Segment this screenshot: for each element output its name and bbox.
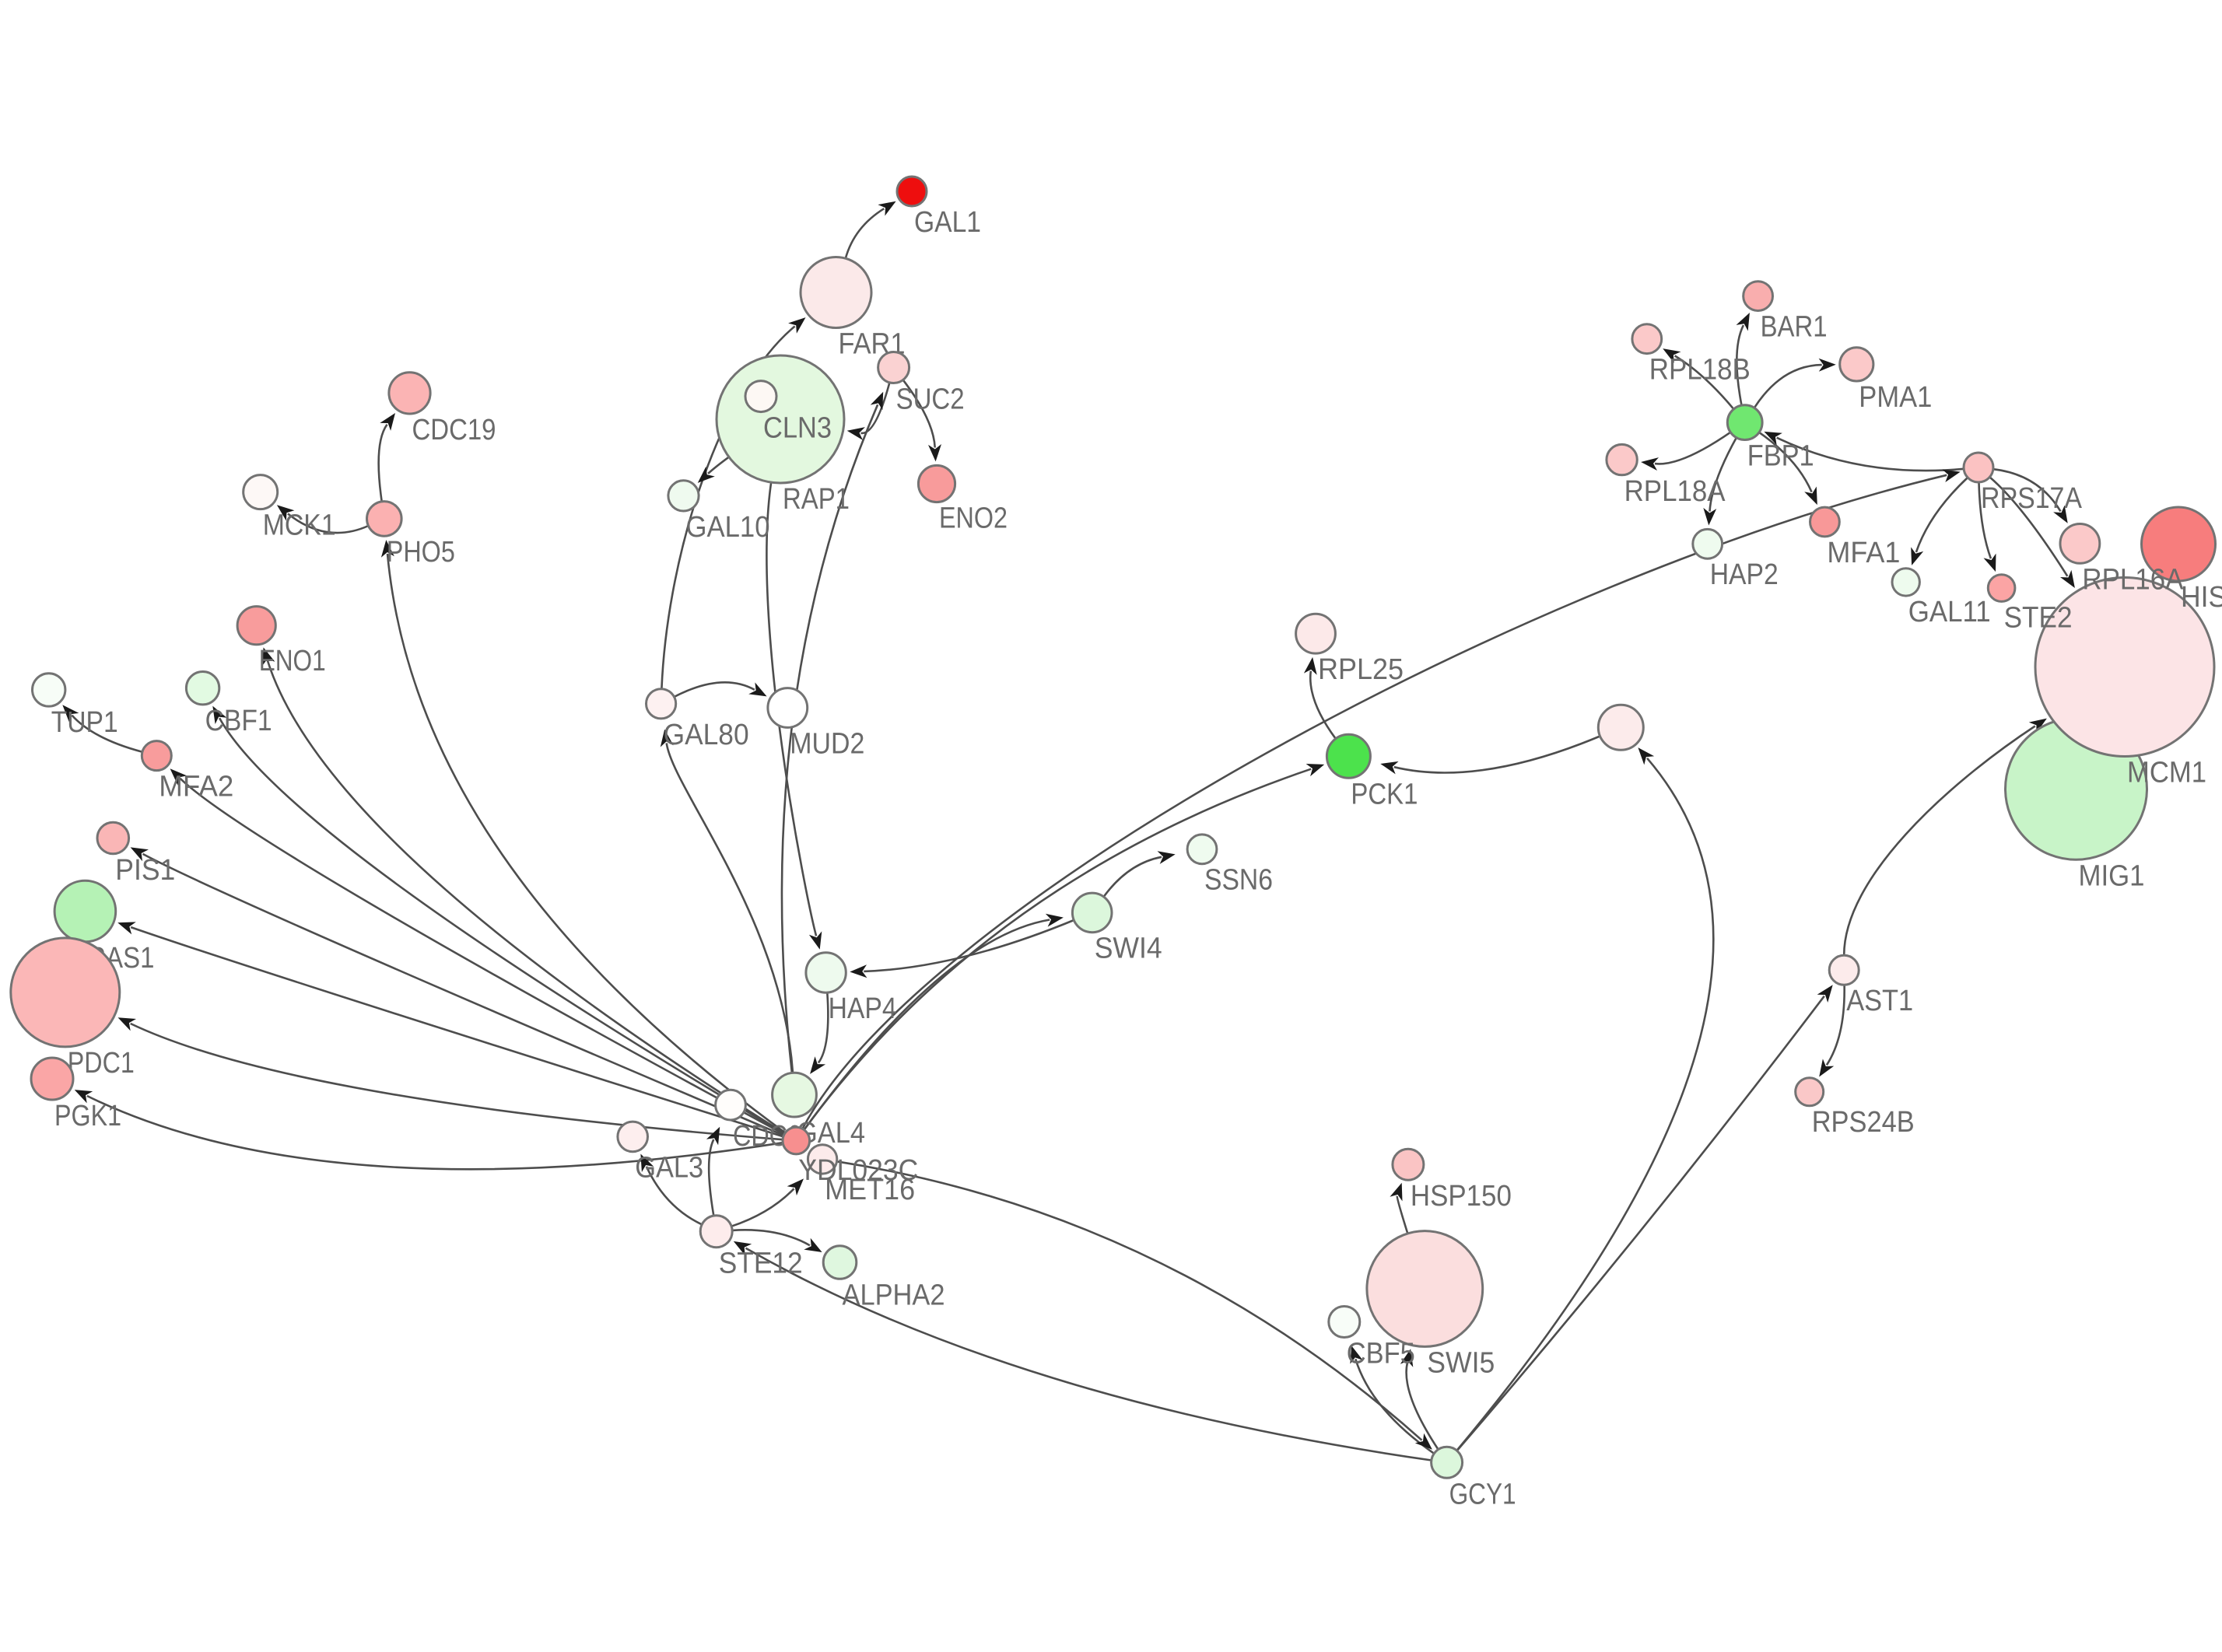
svg-text:CDC19: CDC19: [412, 414, 496, 446]
svg-text:HAP2: HAP2: [1710, 558, 1779, 591]
svg-text:BAR1: BAR1: [1761, 311, 1828, 344]
svg-text:RPL25: RPL25: [1318, 653, 1404, 686]
svg-text:PMA1: PMA1: [1859, 381, 1932, 414]
svg-text:MFA1: MFA1: [1827, 537, 1900, 569]
svg-text:SWI4: SWI4: [1095, 933, 1162, 965]
svg-text:MCM1: MCM1: [2127, 757, 2206, 789]
svg-text:RPL18A: RPL18A: [1624, 475, 1726, 508]
svg-text:GAL10: GAL10: [686, 511, 770, 544]
svg-text:RPL16A: RPL16A: [2082, 563, 2184, 596]
svg-text:ALPHA2: ALPHA2: [843, 1279, 945, 1311]
svg-text:SSN6: SSN6: [1204, 864, 1273, 897]
svg-text:MFA2: MFA2: [159, 771, 233, 803]
svg-text:PGK1: PGK1: [54, 1100, 121, 1132]
svg-text:HAP4: HAP4: [829, 992, 897, 1025]
svg-text:STE12: STE12: [719, 1248, 803, 1280]
svg-text:STE2: STE2: [2004, 601, 2073, 634]
svg-text:CBF1: CBF1: [205, 705, 272, 737]
svg-text:PDC1: PDC1: [68, 1047, 135, 1080]
svg-text:HIS4: HIS4: [2181, 581, 2222, 614]
svg-text:RPL18B: RPL18B: [1649, 354, 1751, 387]
svg-text:MET16: MET16: [825, 1174, 915, 1206]
svg-text:ENO1: ENO1: [259, 645, 326, 677]
svg-text:CBF5: CBF5: [1347, 1338, 1415, 1370]
svg-text:CLN3: CLN3: [763, 412, 832, 445]
svg-text:GAL1: GAL1: [914, 206, 981, 239]
svg-text:GAL11: GAL11: [1908, 596, 1991, 628]
svg-text:PIS1: PIS1: [115, 854, 175, 887]
svg-text:TUP1: TUP1: [51, 706, 118, 739]
svg-text:AST1: AST1: [1846, 985, 1913, 1017]
svg-text:YDL023C: YDL023C: [798, 1154, 918, 1187]
svg-text:GAL80: GAL80: [664, 719, 749, 751]
svg-text:RPS24B: RPS24B: [1812, 1106, 1915, 1139]
svg-text:GAL3: GAL3: [635, 1152, 703, 1185]
svg-text:PCK1: PCK1: [1351, 778, 1418, 810]
svg-text:PHO5: PHO5: [387, 536, 455, 569]
svg-text:GCY1: GCY1: [1449, 1478, 1516, 1510]
svg-text:HSP150: HSP150: [1411, 1180, 1512, 1213]
svg-text:RAP1: RAP1: [783, 483, 850, 516]
svg-text:MUD2: MUD2: [790, 727, 864, 760]
svg-text:ENO2: ENO2: [939, 502, 1008, 535]
svg-text:SWI5: SWI5: [1427, 1346, 1495, 1379]
svg-text:MIG1: MIG1: [2079, 859, 2145, 892]
svg-text:SUC2: SUC2: [896, 383, 965, 416]
svg-text:FBP1: FBP1: [1747, 440, 1814, 473]
svg-text:RPS17A: RPS17A: [1981, 482, 2083, 515]
svg-text:MCK1: MCK1: [263, 509, 336, 542]
